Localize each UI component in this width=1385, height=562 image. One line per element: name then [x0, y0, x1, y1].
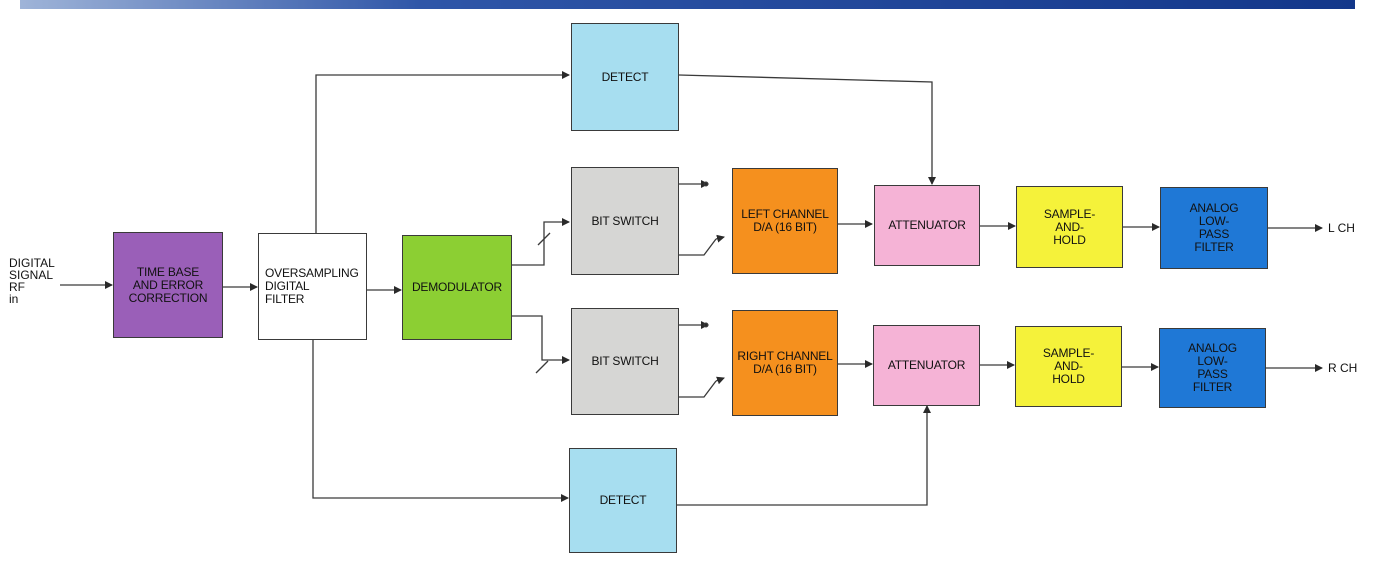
sample-and-hold-bottom-block: SAMPLE- AND- HOLD	[1015, 326, 1122, 407]
sample-and-hold-top-label: SAMPLE- AND- HOLD	[1043, 206, 1096, 247]
oversampling-digital-filter-block: OVERSAMPLING DIGITAL FILTER	[258, 233, 367, 340]
attenuator-top-label: ATTENUATOR	[888, 218, 966, 232]
detect-bottom-label: DETECT	[599, 493, 647, 507]
right-channel-da-block: RIGHT CHANNEL D/A (16 BIT)	[732, 310, 838, 416]
sample-and-hold-top-block: SAMPLE- AND- HOLD	[1016, 186, 1123, 268]
wire-detect-atten-top	[678, 74, 936, 185]
time-base-error-correction-block: TIME BASE AND ERROR CORRECTION	[113, 232, 223, 338]
left-channel-output-label: L CH	[1328, 221, 1355, 235]
wire-demod-bitswitch-top	[512, 218, 570, 266]
analog-low-pass-filter-top-label: ANALOG LOW- PASS FILTER	[1189, 201, 1239, 254]
bit-switch-bottom-label: BIT SWITCH	[591, 354, 659, 368]
wire-detect-atten-bottom	[677, 405, 931, 506]
attenuator-bottom-block: ATTENUATOR	[873, 325, 980, 406]
demodulator-label: DEMODULATOR	[411, 280, 503, 294]
analog-low-pass-filter-bottom-label: ANALOG LOW- PASS FILTER	[1188, 341, 1237, 394]
attenuator-bottom-label: ATTENUATOR	[887, 358, 966, 372]
input-label: DIGITAL SIGNAL RF in	[9, 256, 55, 306]
bit-switch-top-block: BIT SWITCH	[571, 167, 679, 275]
detect-top-label: DETECT	[601, 69, 649, 84]
left-channel-da-label: LEFT CHANNEL D/A (16 BIT)	[741, 207, 829, 234]
left-channel-da-block: LEFT CHANNEL D/A (16 BIT)	[732, 168, 838, 274]
detect-top-block: DETECT	[571, 23, 679, 131]
demodulator-block: DEMODULATOR	[402, 235, 512, 340]
wire-bitswitch-rightda-2	[679, 380, 717, 398]
time-base-error-correction-label: TIME BASE AND ERROR CORRECTION	[128, 264, 208, 305]
wire-bitswitch-leftda-2	[679, 238, 717, 256]
analog-low-pass-filter-top-block: ANALOG LOW- PASS FILTER	[1160, 187, 1268, 269]
wire-filter-detect-top	[315, 71, 570, 233]
attenuator-top-block: ATTENUATOR	[874, 185, 980, 266]
top-decorative-bar	[20, 0, 1355, 9]
right-channel-output-label: R CH	[1328, 361, 1358, 375]
analog-low-pass-filter-bottom-block: ANALOG LOW- PASS FILTER	[1159, 328, 1266, 408]
bit-switch-bottom-block: BIT SWITCH	[571, 308, 679, 415]
right-channel-da-label: RIGHT CHANNEL D/A (16 BIT)	[737, 349, 833, 376]
detect-bottom-block: DETECT	[569, 448, 677, 553]
wire-demod-bitswitch-bottom	[512, 315, 570, 364]
oversampling-digital-filter-label: OVERSAMPLING DIGITAL FILTER	[265, 266, 359, 306]
wire-filter-detect-bottom	[312, 340, 569, 502]
sample-and-hold-bottom-label: SAMPLE- AND- HOLD	[1042, 346, 1095, 386]
bit-switch-top-label: BIT SWITCH	[591, 213, 659, 228]
